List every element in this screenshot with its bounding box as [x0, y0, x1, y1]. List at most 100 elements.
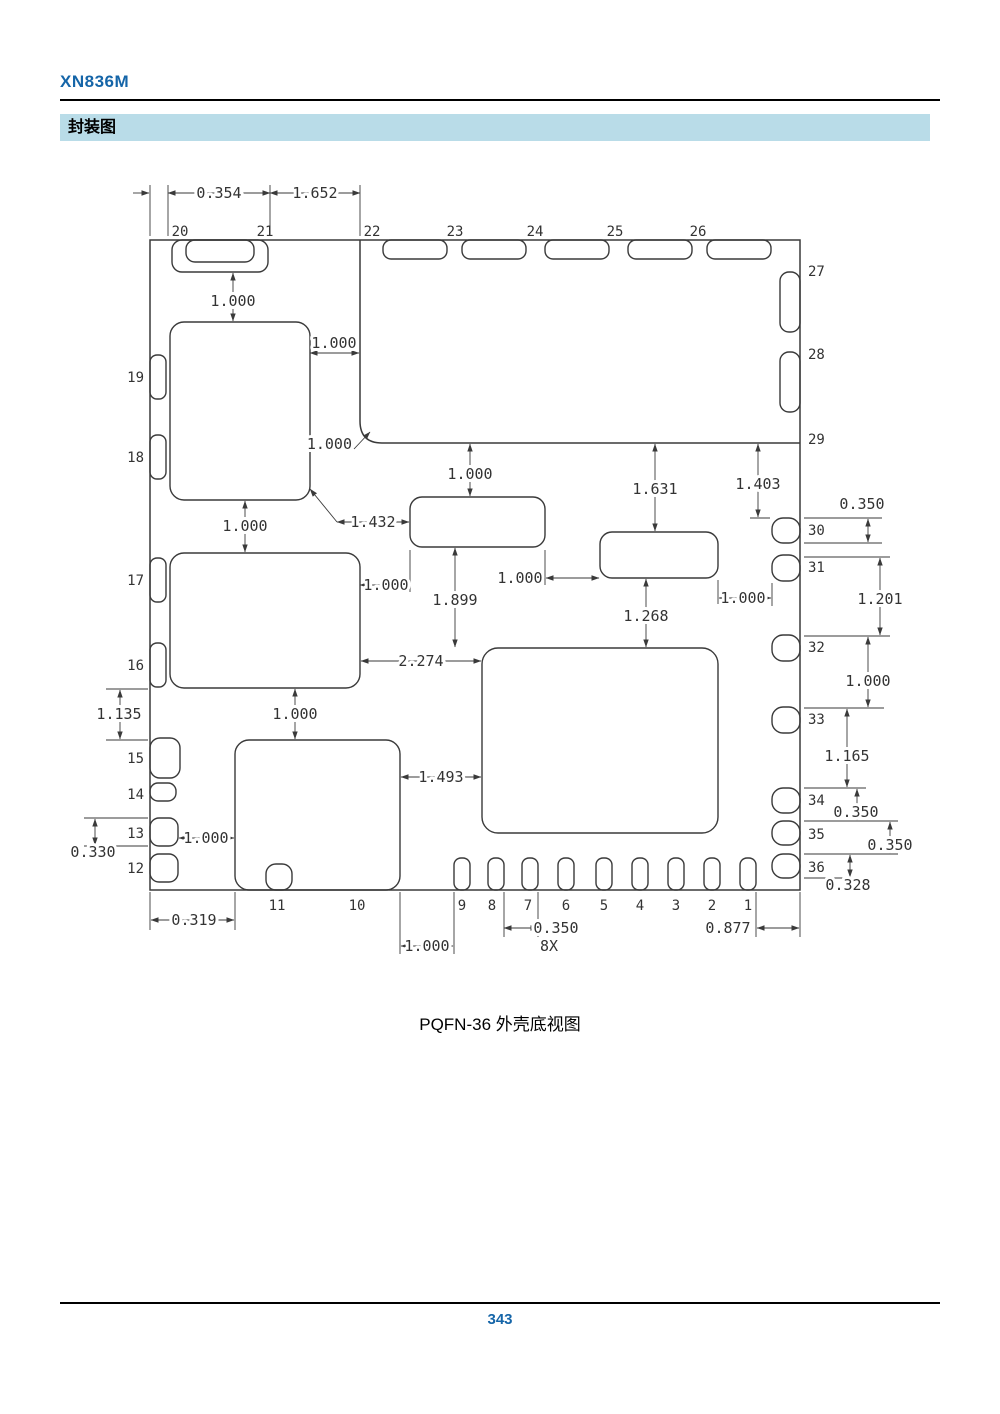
pad-inner-e	[481, 647, 719, 834]
pad-inner-f	[234, 739, 401, 891]
dim-label: 1.403	[735, 475, 780, 493]
dim-label: 1.165	[824, 747, 869, 765]
pin-label-12: 12	[127, 861, 144, 877]
dim-label: 1.135	[96, 705, 141, 723]
pad-32	[771, 634, 801, 662]
pad-3	[667, 857, 685, 891]
header-rule	[60, 99, 940, 101]
section-bar: 封装图	[60, 114, 930, 141]
dim-label: 0.350	[839, 495, 884, 513]
pin-label-19: 19	[127, 370, 144, 386]
pad-inner-d	[599, 531, 719, 579]
pad-22	[382, 239, 448, 260]
pin-label-6: 6	[562, 898, 570, 914]
dim-label-top-1: 0.354	[196, 184, 241, 202]
pin-label-13: 13	[127, 826, 144, 842]
dim-label-count: 8X	[540, 937, 558, 955]
pad-35	[771, 820, 801, 846]
page-number: 343	[487, 1311, 513, 1328]
pin-label-28: 28	[808, 347, 825, 363]
pin-label-14: 14	[127, 787, 144, 803]
pin-label-26: 26	[690, 224, 707, 240]
dim-label: 1.000	[447, 465, 492, 483]
dim-label-chamfer: 1.000	[307, 435, 352, 453]
pad-8	[487, 857, 505, 891]
pad-inner-a	[169, 321, 311, 501]
dim-label: 1.000	[363, 576, 408, 594]
pin-label-24: 24	[527, 224, 544, 240]
pin-label-18: 18	[127, 450, 144, 466]
pin-label-36: 36	[808, 860, 825, 876]
footer-rule	[60, 1302, 940, 1304]
pad-15	[149, 737, 181, 779]
pad-9	[453, 857, 471, 891]
dim-label: 0.350	[867, 836, 912, 854]
dim-label: 1.201	[857, 590, 902, 608]
pad-2	[703, 857, 721, 891]
pad-16	[149, 642, 167, 688]
dim-label: 1.000	[497, 569, 542, 587]
dim-label: 1.000	[845, 672, 890, 690]
pin-label-31: 31	[808, 560, 825, 576]
section-title: 封装图	[68, 119, 117, 136]
pad-18	[149, 434, 167, 480]
pin-label-11: 11	[269, 898, 286, 914]
pad-24	[544, 239, 610, 260]
dim-label: 1.000	[311, 334, 356, 352]
pad-1	[739, 857, 757, 891]
extension-lines	[84, 185, 898, 954]
dim-label: 1.000	[720, 589, 765, 607]
edge-pads	[149, 239, 801, 891]
pin-label-32: 32	[808, 640, 825, 656]
pad-inner-f-notch	[265, 863, 293, 891]
dim-label: 1.000	[272, 705, 317, 723]
dim-label: 1.000	[222, 517, 267, 535]
pad-25	[627, 239, 693, 260]
dim-label-pitch: 0.350	[533, 919, 578, 937]
pin-label-15: 15	[127, 751, 144, 767]
dim-label: 1.432	[350, 513, 395, 531]
pad-5	[595, 857, 613, 891]
package-drawing: 0.354 1.652 1.000 1.000 1.000 1.000 1.43…	[70, 184, 913, 955]
dim-label: 0.350	[833, 803, 878, 821]
pad-6	[557, 857, 575, 891]
dim-label: 1.000	[404, 937, 449, 955]
pin-label-22: 22	[364, 224, 381, 240]
pin-label-7: 7	[524, 898, 532, 914]
pin-label-3: 3	[672, 898, 680, 914]
pin-label-23: 23	[447, 224, 464, 240]
pad-30	[771, 517, 801, 544]
pin-label-16: 16	[127, 658, 144, 674]
pin-label-2: 2	[708, 898, 716, 914]
interior-pads	[169, 321, 719, 891]
pad-7	[521, 857, 539, 891]
pin-label-9: 9	[458, 898, 466, 914]
dim-label: 0.328	[825, 876, 870, 894]
pad-20-21-inner	[185, 239, 255, 263]
dim-label: 1.899	[432, 591, 477, 609]
pin-label-25: 25	[607, 224, 624, 240]
pin-label-29: 29	[808, 432, 825, 448]
pin-label-21: 21	[257, 224, 274, 240]
pad-19	[149, 354, 167, 400]
figure-caption: PQFN-36 外壳底视图	[419, 1015, 581, 1034]
pin-label-17: 17	[127, 573, 144, 589]
pin-label-20: 20	[172, 224, 189, 240]
pad-14	[149, 782, 177, 802]
package-outline	[149, 239, 801, 891]
dim-label: 0.330	[70, 843, 115, 861]
pin-label-33: 33	[808, 712, 825, 728]
pin-label-8: 8	[488, 898, 496, 914]
pad-28	[779, 351, 801, 413]
dim-label: 2.274	[398, 652, 443, 670]
pad-34	[771, 787, 801, 814]
pin-labels: 20 21 22 23 24 25 26 27 28 29 30 31 32 3…	[127, 224, 825, 914]
pad-12	[149, 853, 179, 883]
pin-label-1: 1	[744, 898, 752, 914]
pad-23	[461, 239, 527, 260]
pin-label-34: 34	[808, 793, 825, 809]
dim-label: 0.877	[705, 919, 750, 937]
pin-label-10: 10	[349, 898, 366, 914]
pad-4	[631, 857, 649, 891]
